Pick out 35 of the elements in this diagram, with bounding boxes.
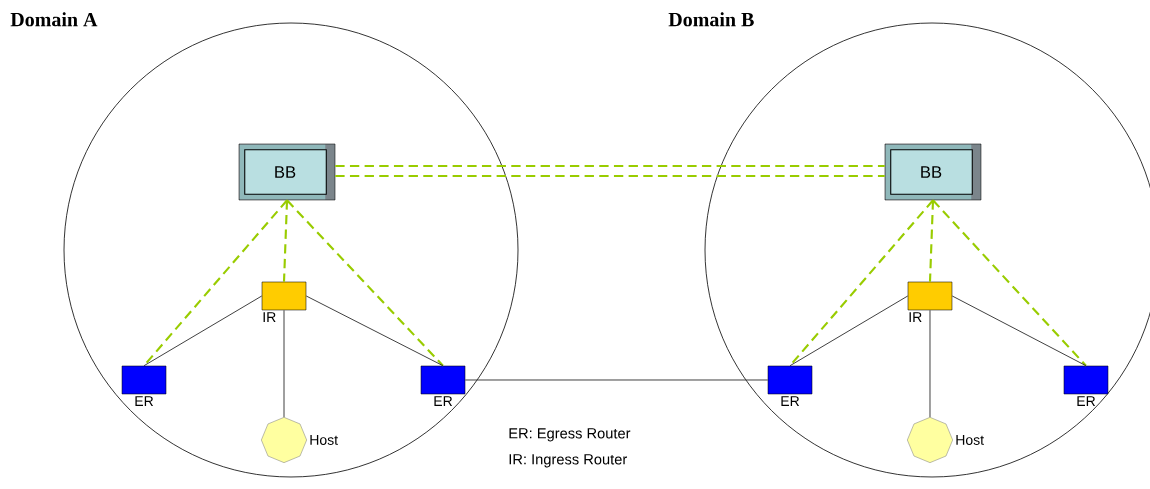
node-label: ER xyxy=(434,396,453,406)
link-line xyxy=(789,295,909,367)
router-box: ER xyxy=(1063,365,1109,406)
host-octagon: Host xyxy=(907,417,984,463)
link-line xyxy=(286,199,444,367)
router-box: ER xyxy=(420,365,466,406)
link-line xyxy=(335,164,885,168)
node-label: ER xyxy=(781,396,800,406)
legend-note: ER: Egress Router xyxy=(509,428,631,442)
node-label: ER xyxy=(1077,396,1096,406)
node-label: IR xyxy=(909,312,922,322)
router-box: ER xyxy=(121,365,167,406)
backbone-box: BB xyxy=(238,143,336,201)
link-line xyxy=(282,200,289,282)
router-box: ER xyxy=(767,365,813,406)
node-label: IR xyxy=(263,312,276,322)
router-box: IR xyxy=(261,281,307,322)
link-line xyxy=(929,309,931,418)
link-line xyxy=(951,295,1087,367)
link-line xyxy=(928,200,935,282)
node-label: Host xyxy=(310,435,338,445)
legend-note: IR: Ingress Router xyxy=(509,454,627,468)
link-line xyxy=(932,199,1087,367)
link-line xyxy=(143,295,263,367)
link-line xyxy=(283,309,285,418)
link-line xyxy=(305,295,444,367)
link-line xyxy=(335,174,885,178)
node-label: Domain B xyxy=(668,12,754,27)
node-label: Host xyxy=(956,435,984,445)
node-label: ER xyxy=(135,396,154,406)
link-line xyxy=(464,379,769,381)
host-octagon: Host xyxy=(261,417,338,463)
node-label: Domain A xyxy=(10,12,98,27)
backbone-box: BB xyxy=(884,143,982,201)
router-box: IR xyxy=(907,281,953,322)
